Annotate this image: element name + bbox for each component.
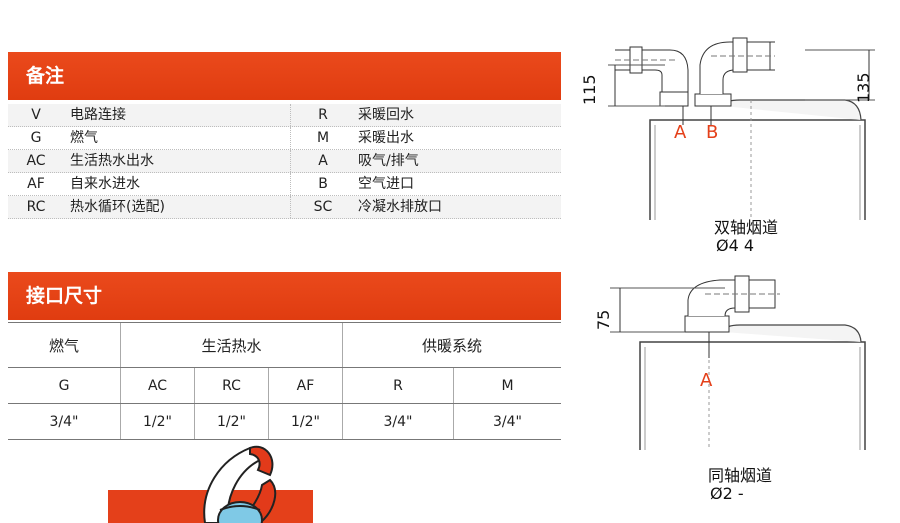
note-divider [290, 104, 291, 126]
note-code: RC [26, 199, 46, 215]
dim-label: 75 [594, 309, 613, 330]
group-heating: 供暖系统 [342, 322, 561, 368]
note-desc: 采暖回水 [358, 107, 414, 123]
diagram-caption: 同轴烟道 [708, 466, 773, 485]
note-row: AF 自来水进水 B 空气进口 [8, 173, 561, 196]
code-cell: G [8, 367, 121, 404]
note-code: G [30, 130, 42, 146]
code-cell: RC [194, 367, 269, 404]
note-desc: 燃气 [70, 130, 98, 146]
note-desc: 冷凝水排放口 [358, 199, 442, 215]
note-row: V 电路连接 R 采暖回水 [8, 104, 561, 127]
note-desc: 电路连接 [70, 107, 126, 123]
size-cell: 1/2" [120, 403, 195, 440]
dims-table: 燃气 生活热水 供暖系统 G AC RC AF R M 3/4" 1/2" 1/… [8, 322, 561, 440]
connector-b-label: B [706, 122, 719, 143]
code-cell: AF [268, 367, 343, 404]
note-code: B [318, 176, 328, 192]
note-desc: 生活热水出水 [70, 153, 154, 169]
note-row: RC 热水循环(选配) SC 冷凝水排放口 [8, 196, 561, 219]
size-cell: 3/4" [453, 403, 561, 440]
diagram-spec: Ø2 - [710, 484, 744, 503]
code-cell: M [453, 367, 561, 404]
note-divider [290, 173, 291, 195]
size-cell: 1/2" [268, 403, 343, 440]
note-desc: 吸气/排气 [358, 153, 419, 169]
code-cell: AC [120, 367, 195, 404]
coaxial-flue-diagram [610, 275, 866, 450]
code-cell: R [342, 367, 454, 404]
dim-label: 135 [854, 72, 873, 103]
table-row: 燃气 生活热水 供暖系统 [8, 322, 561, 368]
size-cell: 3/4" [342, 403, 454, 440]
connector-a-label: A [674, 122, 687, 143]
note-code: SC [313, 199, 333, 215]
brand-logo [108, 445, 313, 523]
note-code: A [318, 153, 328, 169]
twin-flue-diagram [608, 37, 875, 220]
note-desc: 空气进口 [358, 176, 414, 192]
table-row: G AC RC AF R M [8, 367, 561, 404]
connector-a-label: A [700, 370, 713, 391]
note-row: AC 生活热水出水 A 吸气/排气 [8, 150, 561, 173]
group-gas: 燃气 [8, 322, 121, 368]
note-code: R [318, 107, 328, 123]
note-desc: 自来水进水 [70, 176, 140, 192]
dims-header: 接口尺寸 [8, 272, 561, 320]
diagram-spec: Ø4 4 [716, 236, 755, 255]
dim-label: 115 [580, 74, 599, 105]
note-code: M [316, 130, 330, 146]
note-desc: 热水循环(选配) [70, 199, 165, 215]
note-code: AF [27, 176, 45, 192]
note-divider [290, 150, 291, 172]
note-divider [290, 127, 291, 149]
notes-header: 备注 [8, 52, 561, 100]
size-cell: 1/2" [194, 403, 269, 440]
note-row: G 燃气 M 采暖出水 [8, 127, 561, 150]
diagram-caption: 双轴烟道 [714, 218, 779, 237]
note-desc: 采暖出水 [358, 130, 414, 146]
size-cell: 3/4" [8, 403, 121, 440]
note-code: AC [26, 153, 46, 169]
notes-table: V 电路连接 R 采暖回水 G 燃气 M 采暖出水 AC 生活热水出水 A 吸气… [8, 104, 561, 219]
note-divider [290, 196, 291, 218]
table-row: 3/4" 1/2" 1/2" 1/2" 3/4" 3/4" [8, 403, 561, 440]
group-hot-water: 生活热水 [120, 322, 343, 368]
note-code: V [31, 107, 41, 123]
